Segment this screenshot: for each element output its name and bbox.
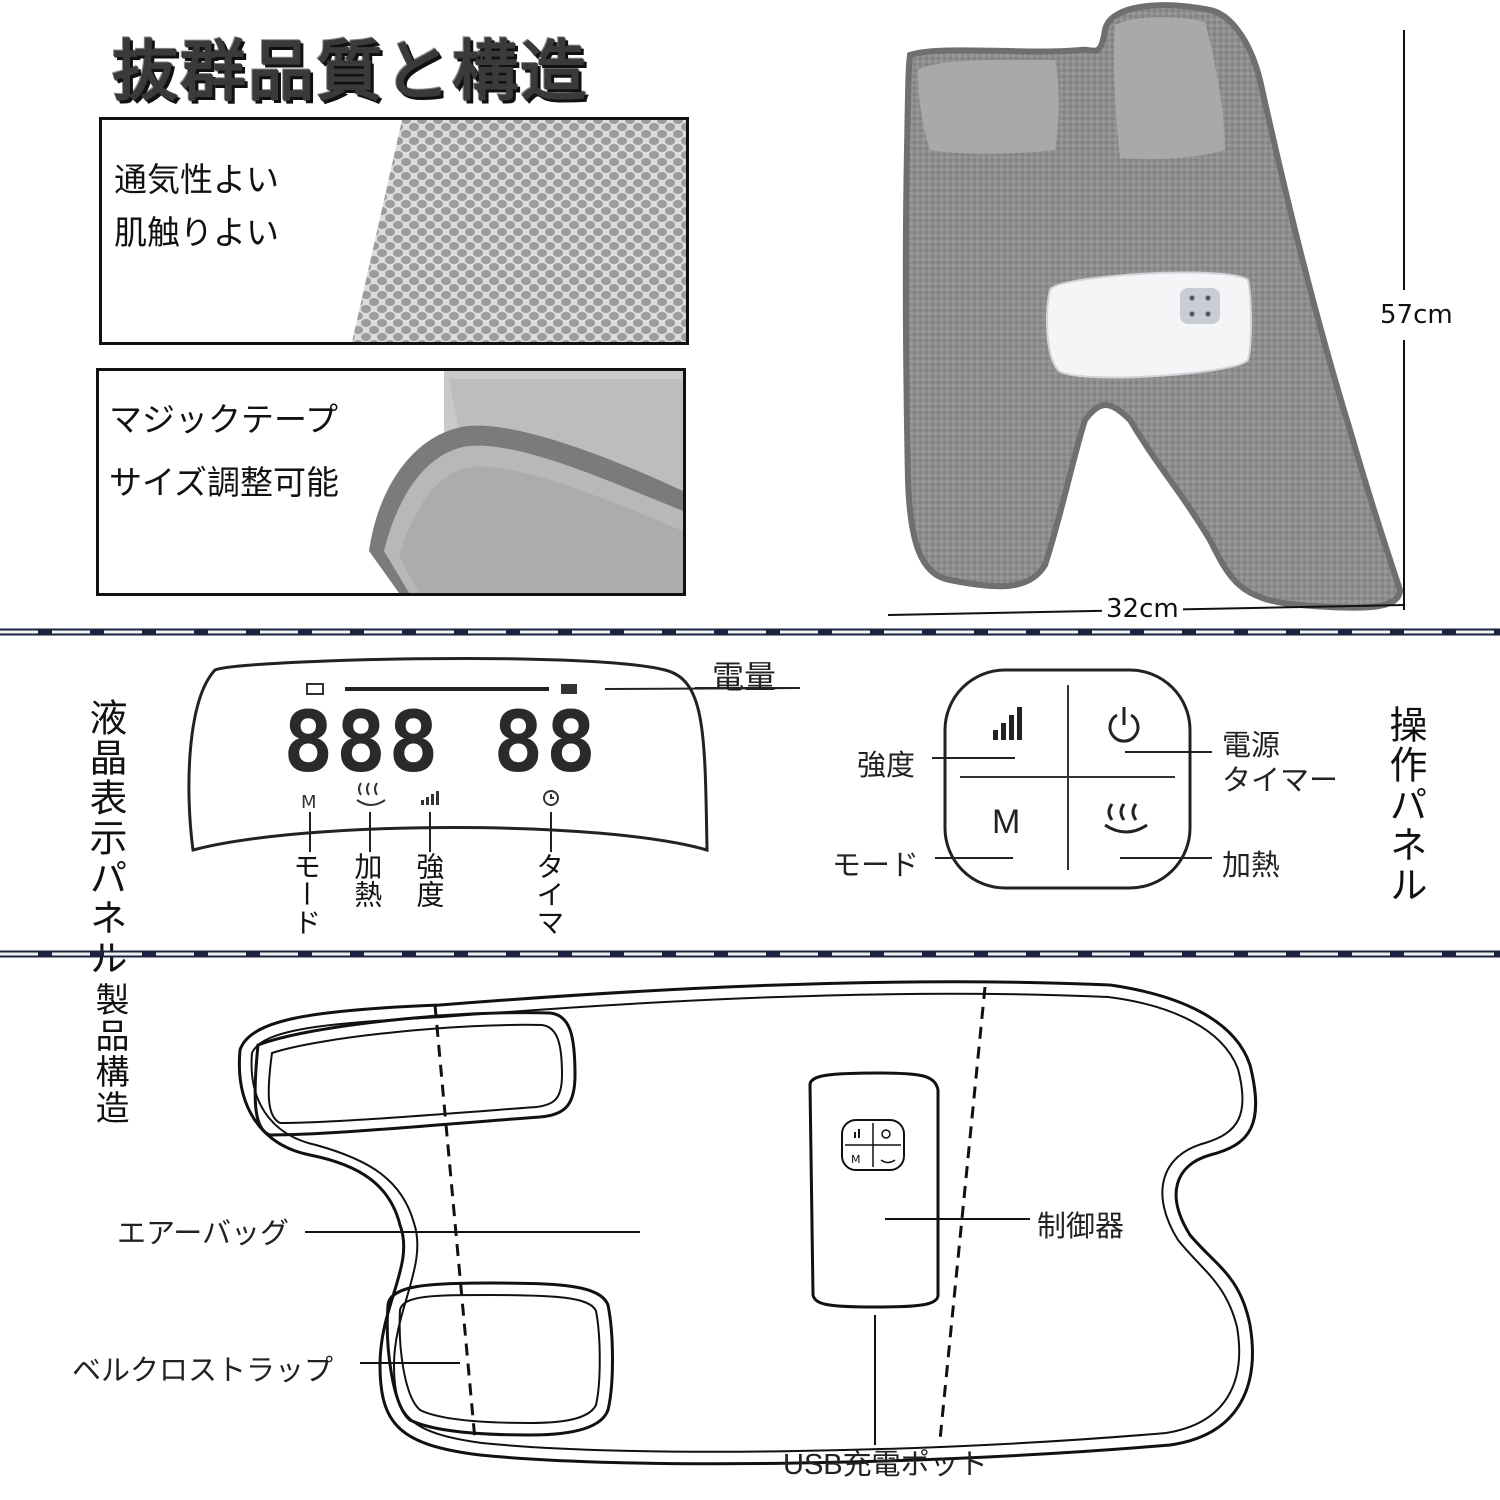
width-dimension: 32cm [1102,594,1183,624]
mesh-fabric-image [102,120,686,342]
power-button-icon[interactable] [1108,707,1140,743]
structure-heading: 製品構造 [89,982,129,1126]
control-label-power-line1: 電源 [1222,728,1281,762]
control-label-mode: モード [832,848,920,882]
lcd-mode-letter: M [301,792,317,813]
lcd-label-intensity: 強度 [412,852,446,908]
control-label-heat: 加熱 [1222,848,1281,882]
mesh-feature-line2: 肌触りよい [114,212,279,252]
mesh-feature-line1: 通気性よい [114,160,279,199]
control-panel-heading: 操作パネル [1383,705,1427,905]
lcd-display: M [187,656,801,853]
height-dimension: 57cm [1376,300,1457,330]
mesh-feature-box: 通気性よい 肌触りよい [99,117,689,345]
velcro-feature-line1: マジックテープ [109,400,339,439]
control-label-power-line2: タイマー [1222,762,1339,797]
dimension-lines [887,30,1406,616]
velcro-fabric-image [369,371,683,593]
battery-label: 電量 [712,658,777,696]
usb-port-label: USB充電ポット [783,1449,988,1481]
section-separator-top [0,628,1500,636]
velcro-feature-box: マジックテープ サイズ調整可能 [96,368,686,596]
lcd-label-mode: モード [289,852,323,936]
section-separator-bottom [0,950,1500,958]
structure-mini-panel-icon: M [841,1119,905,1171]
velcro-strap-label: ベルクロストラップ [72,1353,334,1387]
lcd-label-heat: 加熱 [350,852,384,908]
control-panel-leaders [932,751,1212,859]
airbag-label: エアーバッグ [117,1216,289,1250]
mode-button[interactable]: M [992,803,1020,841]
control-panel: M [943,668,1192,890]
velcro-feature-line2: サイズ調整可能 [109,462,340,502]
lcd-intensity-icon [421,791,439,805]
lcd-mode-icon: M [301,792,317,813]
controller-label: 制御器 [1037,1209,1125,1243]
lcd-digits-main: 888 [283,693,441,791]
lcd-timer-icon [543,790,559,806]
lcd-digits-timer: 88 [493,693,599,791]
lcd-label-timer: タイマ [532,852,566,936]
mini-panel-mode-letter: M [851,1153,861,1166]
control-label-power: 電源 タイマー [1222,728,1338,798]
lcd-heat-icon [356,782,386,806]
heat-button-icon[interactable] [1104,803,1148,834]
intensity-button-icon[interactable] [993,707,1022,740]
control-label-intensity: 強度 [857,748,916,782]
page-title: 抜群品質と構造 [112,33,588,110]
controller-unit [1045,271,1252,379]
product-photo [902,2,1404,611]
structure-diagram: M [237,980,1258,1466]
lcd-panel-heading: 液晶表示パネル [83,698,127,978]
